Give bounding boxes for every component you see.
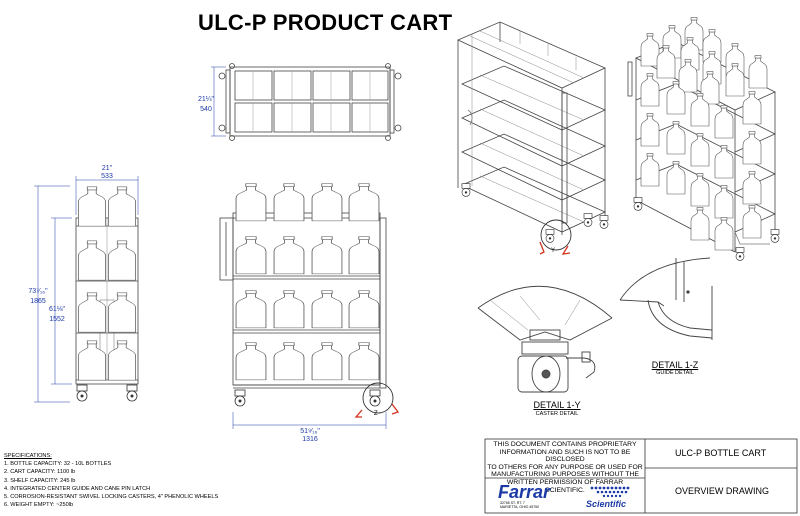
front-width-in: 51⁹⁄₁₆" [300, 428, 320, 435]
caster-detail-drawing [477, 285, 613, 393]
shelf-height-mm: 1552 [49, 316, 65, 323]
shelf-height-in: 61⅛" [48, 306, 66, 313]
front-width-mm: 1316 [302, 436, 318, 443]
isometric-cart-wheels [461, 183, 609, 243]
spec-item: 6. WEIGHT EMPTY: ~250lb [4, 502, 74, 509]
isometric-empty-cart [457, 21, 606, 235]
top-view-depth-in: 21¼" [197, 96, 215, 103]
side-view-dimensions [34, 176, 139, 403]
side-width-mm: 533 [101, 173, 113, 180]
guide-detail-title: DETAIL 1-Z [651, 360, 699, 370]
side-width-in: 21" [101, 165, 113, 172]
overall-height-mm: 1865 [30, 298, 46, 305]
drawing-title: ULC-P PRODUCT CART [198, 10, 453, 35]
specifications-list: SPECIFICATIONS: 1. BOTTLE CAPACITY: 32 -… [4, 452, 218, 509]
spec-item: 1. BOTTLE CAPACITY: 32 - 10L BOTTLES [4, 461, 112, 468]
scientific-logo-text: Scientific [586, 499, 627, 509]
drawing-type: OVERVIEW DRAWING [675, 486, 770, 496]
spec-item: 5. CORROSION-RESISTANT SWIVEL LOCKING CA… [4, 494, 219, 501]
detail-y-callout-circle [539, 219, 572, 255]
overall-height-in: 73⁷⁄₁₆" [28, 288, 48, 295]
side-view-wheels [76, 384, 138, 402]
detail-z-callout-circle [354, 382, 400, 418]
spec-item: 3. SHELF CAPACITY: 245 lb [4, 477, 76, 484]
callout-y-label: Y [551, 248, 556, 254]
top-view [218, 63, 402, 141]
specifications-heading: SPECIFICATIONS: [4, 453, 52, 459]
drawing-name: ULC-P BOTTLE CART [675, 448, 767, 458]
callout-z-label: Z [374, 411, 378, 417]
spec-item: 2. CART CAPACITY: 1100 lb [4, 469, 76, 476]
farrar-logo-text: Farrar [498, 482, 551, 502]
spec-item: 4. INTEGRATED CENTER GUIDE AND CANE PIN … [4, 485, 151, 492]
company-address: 32765 ST. RT. 7 MARIETTA, OHIO 45750 [500, 501, 540, 509]
isometric-loaded-bottles [640, 17, 768, 251]
top-view-depth-mm: 540 [200, 106, 212, 113]
caster-detail-title: DETAIL 1-Y [533, 400, 581, 410]
guide-detail-subtitle: GUIDE DETAIL [656, 370, 694, 376]
front-view-wheels [234, 389, 381, 407]
top-view-depth-dimension [211, 66, 226, 137]
guide-detail-drawing [619, 257, 713, 340]
front-view-width-dimension [232, 412, 387, 429]
farrar-logo-mark [590, 486, 630, 498]
caster-detail-subtitle: CASTER DETAIL [535, 411, 579, 417]
proprietary-notice: THIS DOCUMENT CONTAINS PROPRIETARY INFOR… [487, 441, 643, 494]
title-block-frame [484, 438, 798, 514]
